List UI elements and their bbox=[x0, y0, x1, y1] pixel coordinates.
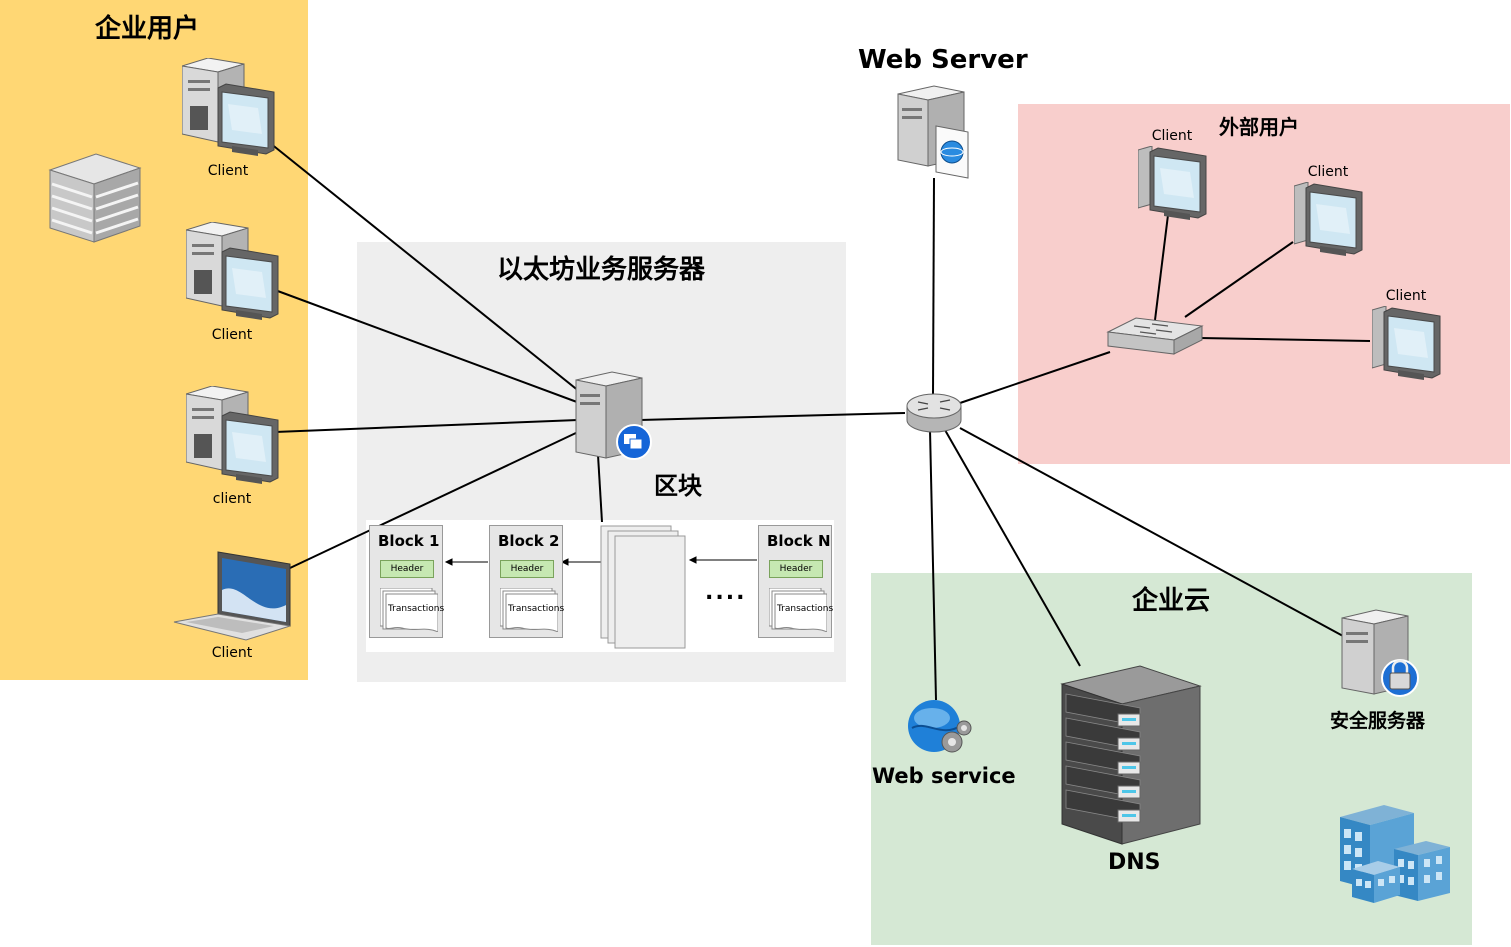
router-icon bbox=[906, 393, 962, 433]
client-label: Client bbox=[207, 163, 249, 179]
client-label: Client bbox=[1307, 164, 1349, 180]
block-n: Block N Header Transactions bbox=[758, 525, 834, 638]
client-computer-icon bbox=[182, 58, 275, 157]
block-header: Header bbox=[769, 560, 823, 578]
network-switch-icon bbox=[1106, 317, 1204, 355]
security-server-icon bbox=[1341, 609, 1419, 697]
block-title: Block 1 bbox=[378, 532, 440, 550]
client-label: Client bbox=[211, 645, 253, 661]
blocks-panel bbox=[366, 520, 834, 652]
block-2: Block 2 Header Transactions bbox=[489, 525, 565, 638]
external-users-title: 外部用户 bbox=[1219, 115, 1299, 139]
web-server-label: Web Server bbox=[858, 45, 1028, 75]
client-computer-icon bbox=[1294, 182, 1363, 257]
client-computer-icon bbox=[186, 222, 279, 321]
enterprise-cloud-title: 企业云 bbox=[1132, 586, 1211, 616]
blocks-ellipsis: .... bbox=[705, 580, 747, 605]
client-label: client bbox=[212, 491, 252, 507]
block-title: Block 2 bbox=[498, 532, 560, 550]
dns-label: DNS bbox=[1108, 850, 1161, 875]
block-transactions: Transactions bbox=[508, 604, 565, 614]
security-server-label: 安全服务器 bbox=[1330, 710, 1426, 732]
block-header: Header bbox=[380, 560, 434, 578]
datacenter-icon bbox=[48, 153, 142, 243]
transactions-stack-icon bbox=[380, 588, 438, 632]
client-computer-icon bbox=[1372, 306, 1441, 381]
client-label: Client bbox=[1151, 128, 1193, 144]
pending-blocks-stack-icon bbox=[600, 525, 686, 649]
block-title: Block N bbox=[767, 532, 831, 550]
external-users-zone bbox=[1018, 104, 1510, 464]
block-transactions: Transactions bbox=[777, 604, 834, 614]
web-service-icon bbox=[908, 700, 972, 753]
transactions-stack-icon bbox=[500, 588, 558, 632]
client-label: Client bbox=[211, 327, 253, 343]
dns-server-rack-icon bbox=[1060, 665, 1202, 845]
block-1: Block 1 Header Transactions bbox=[369, 525, 445, 638]
office-buildings-icon bbox=[1340, 805, 1450, 903]
enterprise-users-title: 企业用户 bbox=[95, 14, 200, 44]
blockchain-server-icon bbox=[575, 371, 652, 460]
web-service-label: Web service bbox=[872, 764, 1016, 788]
web-server-icon bbox=[897, 85, 969, 179]
laptop-icon bbox=[173, 551, 291, 641]
block-transactions: Transactions bbox=[388, 604, 445, 614]
client-computer-icon bbox=[186, 386, 279, 485]
client-label: Client bbox=[1385, 288, 1427, 304]
transactions-stack-icon bbox=[769, 588, 827, 632]
ethereum-server-title: 以太坊业务服务器 bbox=[497, 255, 706, 285]
blockchain-label: 区块 bbox=[654, 472, 702, 500]
client-computer-icon bbox=[1138, 146, 1207, 221]
block-header: Header bbox=[500, 560, 554, 578]
